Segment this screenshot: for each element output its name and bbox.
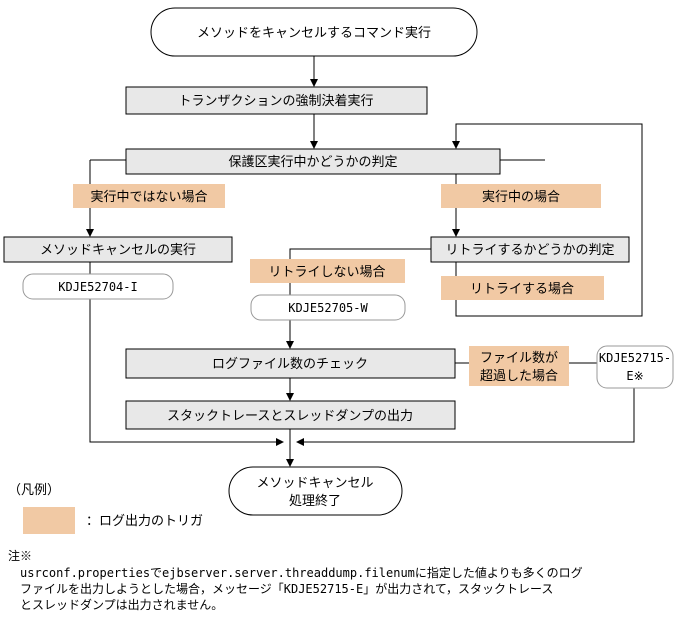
end-label-line1: メソッドキャンセル bbox=[256, 476, 373, 491]
step-force-label: トランザクションの強制決着実行 bbox=[178, 93, 373, 109]
cond-not-running-label: 実行中ではない場合 bbox=[90, 189, 207, 205]
footnote-line-1: usrconf.propertiesでejbserver.server.thre… bbox=[20, 566, 583, 580]
end-terminal bbox=[228, 466, 403, 516]
cond-no-retry bbox=[250, 259, 405, 283]
step-log-check bbox=[125, 348, 456, 379]
cond-retry-label: リトライする場合 bbox=[470, 282, 574, 297]
cond-running-label: 実行中の場合 bbox=[482, 189, 560, 205]
step-method-cancel bbox=[3, 236, 233, 263]
step-judge-protected-label: 保護区実行中かどうかの判定 bbox=[228, 154, 397, 170]
step-judge-protected bbox=[125, 148, 501, 175]
step-output-dump bbox=[125, 400, 456, 430]
step-output-dump-label: スタックトレースとスレッドダンプの出力 bbox=[167, 409, 413, 424]
step-judge-retry-label: リトライするかどうかの判定 bbox=[445, 243, 614, 258]
msg-kdje52705-label: KDJE52705-W bbox=[288, 301, 368, 315]
legend-swatch-label: ：ログ出力のトリガ bbox=[86, 514, 203, 529]
msg-kdje52715-line1: KDJE52715- bbox=[599, 351, 671, 365]
msg-kdje52704-label: KDJE52704-I bbox=[58, 280, 137, 294]
start-terminal bbox=[150, 7, 478, 57]
cond-files-exceeded-line1: ファイル数が bbox=[480, 351, 558, 366]
step-log-check-label: ログファイル数のチェック bbox=[212, 357, 368, 372]
msg-kdje52715-line2: E※ bbox=[626, 369, 643, 383]
step-judge-retry bbox=[430, 236, 630, 263]
step-force-completion bbox=[125, 86, 428, 115]
cond-not-running bbox=[73, 184, 225, 208]
cond-running bbox=[441, 184, 601, 208]
footnote-line-3: とスレッドダンプは出力されません。 bbox=[20, 598, 224, 612]
legend-title: （凡例） bbox=[8, 483, 60, 498]
msg-kdje52705 bbox=[250, 294, 406, 321]
footnote-line-2: ファイルを出力しようとした場合，メッセージ「KDJE52715-E」が出力されて… bbox=[20, 582, 554, 596]
msg-kdje52715 bbox=[596, 345, 674, 389]
end-label-line2: 処理終了 bbox=[289, 493, 341, 509]
cond-files-exceeded-line2: 超過した場合 bbox=[480, 369, 558, 384]
step-method-cancel-label: メソッドキャンセルの実行 bbox=[40, 242, 196, 258]
start-label: メソッドをキャンセルするコマンド実行 bbox=[197, 25, 431, 41]
cond-files-exceeded bbox=[469, 346, 569, 386]
legend-swatch bbox=[23, 507, 75, 534]
footnote-heading: 注※ bbox=[8, 549, 33, 563]
cond-retry bbox=[441, 276, 604, 300]
msg-kdje52704 bbox=[22, 273, 174, 300]
cond-no-retry-label: リトライしない場合 bbox=[268, 265, 385, 280]
